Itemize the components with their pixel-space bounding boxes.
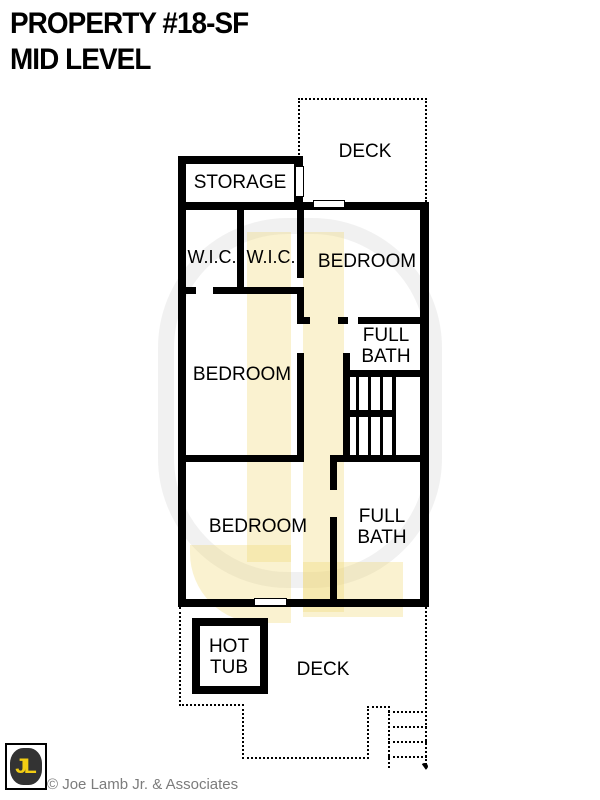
deck-stair-tread-2 — [388, 726, 427, 728]
label-full-bath-upper-line2: BATH — [361, 346, 411, 367]
wall-bath-upper-jamb — [338, 317, 348, 324]
deck-slider-door-marker — [313, 200, 345, 208]
wall-wic-divider — [237, 210, 244, 287]
label-deck-top: DECK — [338, 141, 392, 162]
deck-top-outline-top — [298, 98, 427, 100]
wall-bedroom-mid-right — [297, 353, 304, 455]
deck-bottom-outline-jog — [367, 706, 390, 708]
label-full-bath-lower-line1: FULL — [358, 506, 406, 527]
label-deck-bottom: DECK — [296, 659, 350, 680]
label-bedroom-bottom: BEDROOM — [208, 516, 308, 537]
watermark-l-stem — [303, 232, 344, 612]
label-full-bath-upper: FULL BATH — [346, 325, 426, 367]
wall-stairwell-left — [343, 353, 350, 455]
page-title: PROPERTY #18-SF MID LEVEL — [10, 6, 249, 78]
bottom-door-marker — [254, 598, 287, 606]
watermark-j-stem — [247, 232, 291, 562]
watermark-j-hook — [190, 545, 291, 623]
wall-bath-upper-bottom — [343, 370, 428, 377]
deck-top-outline-left — [298, 98, 300, 158]
copyright-text: © Joe Lamb Jr. & Associates — [47, 776, 239, 793]
wall-mid-horizontal-right — [330, 455, 428, 462]
deck-bottom-outline-left — [179, 607, 181, 706]
deck-stairs-direction-arrow — [421, 763, 431, 770]
label-full-bath-upper-line1: FULL — [362, 325, 410, 346]
deck-bottom-outline-bottom — [242, 757, 369, 759]
company-logo-oval: JL — [10, 748, 42, 785]
deck-stair-tread-3 — [388, 741, 427, 743]
deck-bottom-outline-right — [425, 607, 427, 765]
label-full-bath-lower-line2: BATH — [357, 527, 407, 548]
label-full-bath-lower: FULL BATH — [342, 506, 422, 548]
stair-landing-bar — [343, 410, 396, 417]
wall-hall-top-stub — [297, 317, 310, 324]
wall-bath-lower-left-lower — [330, 517, 337, 599]
label-wic-left: W.I.C. — [187, 247, 237, 267]
deck-bottom-outline-step-v — [242, 704, 244, 759]
wall-wic-bottom — [213, 287, 304, 294]
wall-outer-bottom — [178, 599, 429, 607]
deck-stair-tread-4 — [388, 756, 427, 758]
label-hot-tub-line2: TUB — [210, 657, 248, 678]
wall-bedroom-top-left-upper — [297, 210, 304, 278]
wall-outer-right — [420, 202, 429, 607]
deck-bottom-outline-step-h — [179, 704, 244, 706]
wall-storage-top — [178, 156, 302, 164]
hot-tub-box — [192, 618, 268, 694]
page-title-line1: PROPERTY #18-SF — [10, 7, 249, 40]
company-logo: JL — [5, 743, 47, 790]
deck-top-outline-right — [425, 98, 427, 202]
wall-bedroom-top-left-lower — [297, 289, 304, 317]
label-storage: STORAGE — [193, 172, 287, 193]
company-logo-monogram: JL — [15, 754, 36, 778]
label-bedroom-top: BEDROOM — [317, 251, 417, 272]
label-hot-tub-line1: HOT — [208, 636, 250, 657]
deck-stairs-inner-rail — [388, 706, 390, 768]
wall-outer-top — [178, 202, 428, 210]
label-bedroom-mid: BEDROOM — [192, 364, 292, 385]
label-hot-tub: HOT TUB — [196, 636, 262, 678]
page-title-line2: MID LEVEL — [10, 43, 151, 76]
wall-outer-left — [178, 156, 186, 607]
deck-stair-tread-1 — [388, 711, 427, 713]
storage-door-marker — [295, 166, 304, 197]
watermark-l-foot — [303, 562, 403, 617]
wall-bath-upper-top — [358, 317, 428, 324]
wall-bath-lower-left-upper — [330, 462, 337, 490]
wall-mid-horizontal-left — [178, 455, 304, 462]
wall-wic-bottom-stub — [186, 287, 196, 294]
deck-bottom-outline-inner-right — [367, 706, 369, 759]
label-wic-right: W.I.C. — [246, 247, 296, 267]
